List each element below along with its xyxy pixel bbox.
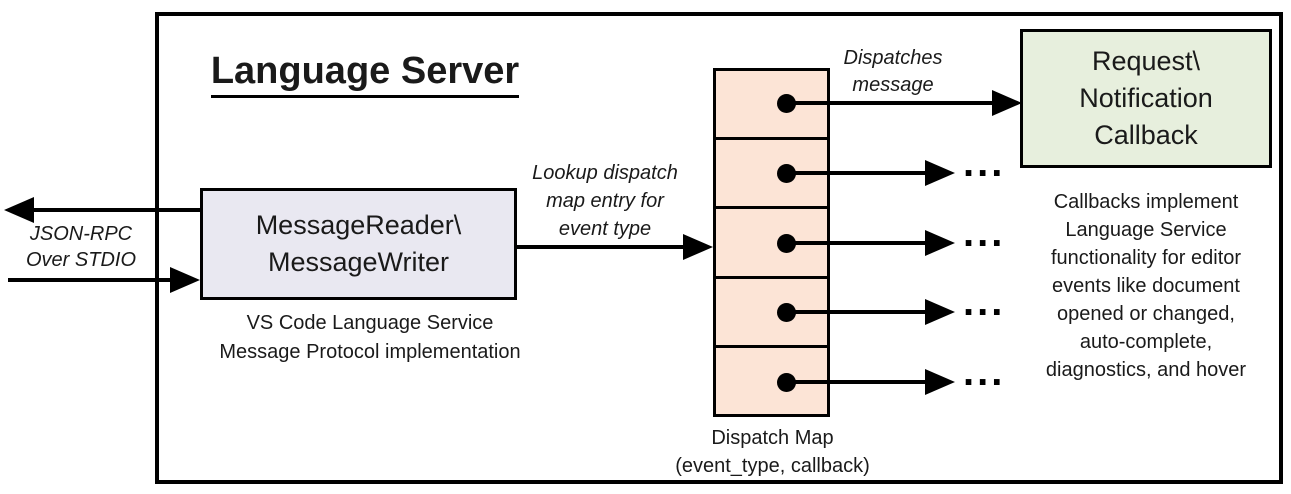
language-server-frame — [155, 12, 1283, 484]
dispatch-map-cell — [716, 140, 827, 210]
more-callbacks-ellipsis: ... — [963, 211, 1006, 255]
stdio-in-arrowhead-icon — [170, 267, 200, 293]
stdio-out-arrowhead-icon — [4, 197, 34, 223]
dispatches-message-label: Dispatches message — [843, 47, 943, 96]
dispatch-arrow-line — [787, 171, 927, 175]
map-entry-dot — [777, 94, 796, 113]
callbacks-note: Callbacks implement Language Service fun… — [1045, 191, 1247, 381]
dispatch-arrow-line — [787, 310, 927, 314]
map-entry-dot — [777, 373, 796, 392]
dispatch-arrowhead-icon — [925, 299, 955, 325]
dispatch-map-cell — [716, 71, 827, 141]
stdio-in-arrow-line — [8, 278, 172, 282]
more-callbacks-ellipsis: ... — [963, 141, 1006, 185]
dispatch-arrow-line — [787, 101, 995, 105]
lookup-dispatch-label: Lookup dispatch map entry for event type — [532, 162, 678, 240]
dispatch-arrowhead-icon — [925, 160, 955, 186]
dispatch-map-cell — [716, 209, 827, 279]
request-notification-callback-box: Request\ Notification Callback — [1020, 29, 1272, 168]
dispatch-map-caption: Dispatch Map (event_type, callback) — [675, 427, 870, 477]
message-reader-writer-box: MessageReader\ MessageWriter — [200, 188, 517, 300]
dispatch-arrow-line — [787, 241, 927, 245]
more-callbacks-ellipsis: ... — [963, 350, 1006, 394]
dispatch-map-cell — [716, 279, 827, 348]
dispatch-arrowhead-icon — [992, 90, 1022, 116]
map-entry-dot — [777, 164, 796, 183]
dispatch-arrowhead-icon — [925, 369, 955, 395]
dispatch-arrow-line — [787, 380, 927, 384]
lookup-arrowhead-icon — [683, 234, 713, 260]
dispatch-arrowhead-icon — [925, 230, 955, 256]
more-callbacks-ellipsis: ... — [963, 280, 1006, 324]
stdio-out-arrow-line — [30, 208, 200, 212]
page-title: Language Server — [165, 50, 565, 98]
json-rpc-label: JSON-RPC Over STDIO — [25, 223, 136, 271]
map-entry-dot — [777, 234, 796, 253]
lookup-arrow-line — [516, 245, 685, 249]
reader-caption: VS Code Language Service Message Protoco… — [219, 312, 521, 363]
map-entry-dot — [777, 303, 796, 322]
